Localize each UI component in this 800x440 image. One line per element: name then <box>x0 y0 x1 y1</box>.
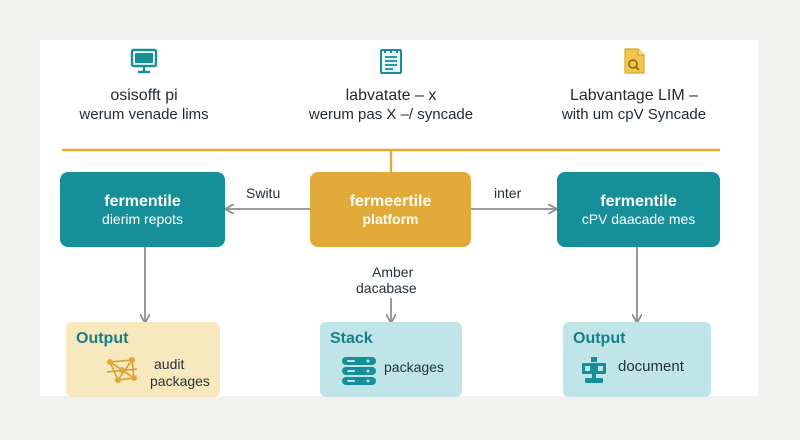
output-document-box: Output document <box>563 322 711 397</box>
database-stack-icon <box>342 357 376 385</box>
fermentile-reports-box: fermentile dierim repots <box>60 172 225 247</box>
box-title: fermentile <box>600 192 677 210</box>
output-line1: audit <box>154 356 185 372</box>
network-nodes-icon <box>106 357 138 383</box>
box-title: fermeertile <box>349 192 432 210</box>
box-title: fermentile <box>104 192 181 210</box>
box-subtitle: dierim repots <box>102 210 183 227</box>
source-osisoft: osisofft pi werum venade lims <box>34 46 254 124</box>
server-node-icon <box>582 357 606 383</box>
output-line2: packages <box>150 373 210 389</box>
output-line1: packages <box>384 359 444 375</box>
source-labvatate: labvatate – x werum pas X –/ syncade <box>281 46 501 124</box>
box-subtitle: cPV daacade mes <box>581 210 696 227</box>
source-subtitle: werum venade lims <box>79 106 209 123</box>
output-audit-box: Output audit packages <box>66 322 220 397</box>
folder-document-icon <box>624 48 645 74</box>
source-title: Labvantage LIM – <box>569 87 699 104</box>
output-heading: Stack <box>330 330 373 347</box>
fermentile-mes-box: fermentile cPV daacade mes <box>557 172 720 247</box>
source-title: osisofft pi <box>110 87 178 104</box>
database-label-line1: Amber <box>372 264 414 280</box>
document-list-icon <box>380 49 402 74</box>
source-subtitle: werum pas X –/ syncade <box>308 106 474 123</box>
fermentile-platform-box: fermeertile platform <box>310 172 471 247</box>
source-subtitle: with um cpV Syncade <box>561 106 707 123</box>
database-label-line2: dacabase <box>356 280 417 296</box>
output-heading: Output <box>573 330 626 347</box>
output-line1: document <box>618 358 684 375</box>
source-labvantage: Labvantage LIM – with um cpV Syncade <box>524 46 744 124</box>
box-subtitle: platform <box>362 210 419 227</box>
right-arrow-label: inter <box>494 185 522 201</box>
output-stack-box: Stack packages <box>320 322 462 397</box>
source-title: labvatate – x <box>345 87 437 104</box>
monitor-icon <box>130 48 158 74</box>
left-arrow-label: Switu <box>246 185 281 201</box>
output-heading: Output <box>76 330 129 347</box>
